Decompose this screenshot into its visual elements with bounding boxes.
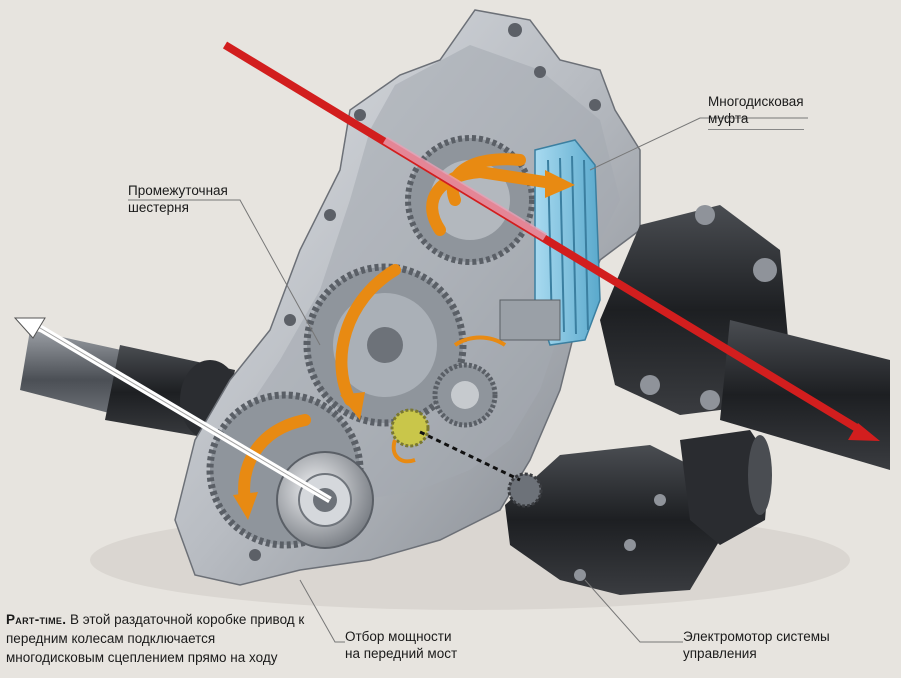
idler-label-line1: Промежуточная bbox=[128, 183, 228, 198]
motor-link-dashed bbox=[419, 430, 521, 482]
shift-gears bbox=[390, 362, 498, 448]
clutch-label-line2: муфта bbox=[708, 110, 804, 130]
rotation-arrow bbox=[391, 335, 507, 464]
clutch-label-line1: Многодисковая bbox=[708, 94, 804, 109]
pto-label: Отбор мощности на передний мост bbox=[345, 628, 457, 662]
figure-caption: Part-time. В этой раздаточной коробке пр… bbox=[6, 610, 306, 667]
caption-text: В этой раздаточной коробке привод к пере… bbox=[6, 612, 305, 665]
electric-motor-unit bbox=[505, 430, 772, 595]
pto-label-line2: на передний мост bbox=[345, 646, 458, 661]
power-flow-arrows bbox=[238, 153, 551, 506]
motor-label-line2: управления bbox=[683, 646, 757, 661]
front-drive-arrow bbox=[13, 317, 332, 504]
leader-lines bbox=[128, 117, 808, 643]
motor-label-line1: Электромотор системы bbox=[683, 629, 830, 644]
pto-label-line1: Отбор мощности bbox=[345, 629, 452, 644]
clutch-label: Многодисковая муфта bbox=[708, 93, 804, 130]
idler-gear-label: Промежуточная шестерня bbox=[128, 182, 228, 216]
caption-lead: Part-time. bbox=[6, 612, 67, 627]
motor-label: Электромотор системы управления bbox=[683, 628, 830, 662]
rear-drive-arrow bbox=[222, 41, 880, 441]
power-flow-arrowheads bbox=[233, 170, 575, 520]
idler-label-line2: шестерня bbox=[128, 200, 189, 215]
